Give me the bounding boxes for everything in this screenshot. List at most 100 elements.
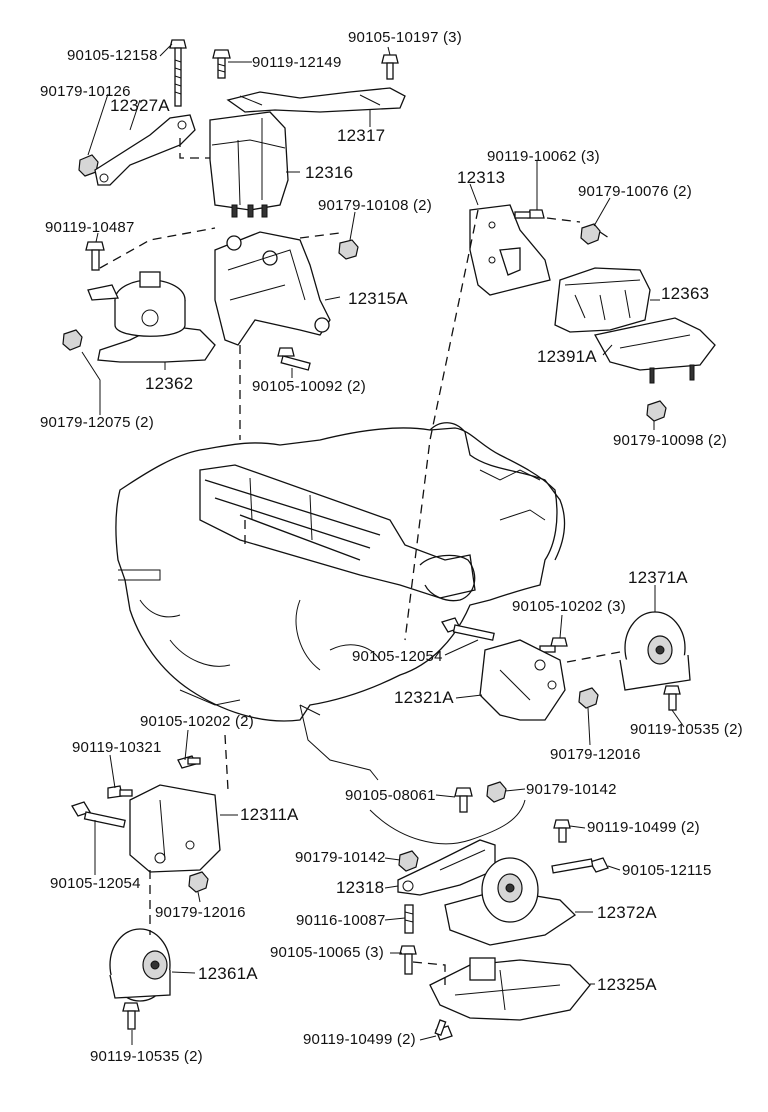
- nut-90179-10076: [580, 223, 601, 245]
- nut-90179-10142-right: [486, 781, 507, 803]
- bolt-90119-10535-right: [663, 685, 681, 711]
- bolt-90119-10062: [514, 209, 545, 219]
- label-90105-10197: 90105-10197 (3): [348, 29, 462, 46]
- leader-lines: [87, 43, 685, 1045]
- mount-12363: [554, 267, 651, 333]
- label-90119-10535-right: 90119-10535 (2): [630, 721, 743, 738]
- bracket-12315A: [214, 231, 331, 346]
- label-12325A: 12325A: [597, 975, 657, 994]
- bolt-90105-10065: [399, 945, 417, 975]
- label-90179-12016-left: 90179-12016: [155, 904, 246, 921]
- label-90105-10065: 90105-10065 (3): [270, 944, 384, 961]
- label-90179-10142-right: 90179-10142: [526, 781, 617, 798]
- bracket-12391A: [594, 317, 716, 384]
- label-12362: 12362: [145, 374, 193, 393]
- guide-line: [179, 138, 210, 159]
- bolt-90119-10499-right: [553, 819, 571, 843]
- bracket-12311A: [129, 784, 221, 873]
- bolt-90105-12115: [551, 857, 609, 874]
- label-90179-10098: 90179-10098 (2): [613, 432, 727, 449]
- label-90105-12158: 90105-12158: [67, 47, 158, 64]
- bracket-12317: [226, 87, 406, 113]
- leader-line: [129, 99, 141, 131]
- label-12372A: 12372A: [597, 903, 657, 922]
- guide-line: [599, 231, 613, 241]
- bolt-90119-10535-bottom: [122, 1002, 140, 1030]
- label-90105-08061: 90105-08061: [345, 787, 436, 804]
- label-12313: 12313: [457, 168, 505, 187]
- label-90119-12149: 90119-12149: [252, 54, 342, 71]
- bracket-12313: [469, 204, 551, 296]
- stud-90116-10087: [404, 904, 414, 934]
- bolt-90119-10499-bottom: [434, 1019, 453, 1041]
- bolt-90119-12149: [212, 49, 231, 79]
- engine-mount-12371A: [619, 611, 691, 691]
- label-90105-10092: 90105-10092 (2): [252, 378, 366, 395]
- label-12371A: 12371A: [628, 568, 688, 587]
- bolt-90119-10487: [85, 241, 105, 271]
- nut-90179-12075: [62, 329, 83, 351]
- bracket-12321A: [479, 639, 566, 721]
- guide-line: [412, 961, 446, 985]
- label-12315A: 12315A: [348, 289, 408, 308]
- label-90119-10062: 90119-10062 (3): [487, 148, 600, 165]
- nut-90179-10098: [646, 400, 667, 422]
- label-12361A: 12361A: [198, 964, 258, 983]
- bolt-90105-08061: [454, 787, 473, 813]
- guide-line: [404, 209, 479, 641]
- bracket-12327A: [94, 114, 196, 186]
- label-90179-10108: 90179-10108 (2): [318, 197, 432, 214]
- label-90119-10487: 90119-10487: [45, 219, 135, 236]
- nut-90179-12016-right: [578, 687, 599, 709]
- bolt-90105-10202-right: [539, 637, 568, 653]
- label-90179-10126: 90179-10126: [40, 83, 131, 100]
- leader-line: [81, 351, 101, 415]
- engine-mount-12362: [87, 271, 216, 363]
- label-90105-12115: 90105-12115: [622, 862, 712, 879]
- label-90119-10535-bottom: 90119-10535 (2): [90, 1048, 203, 1065]
- label-90119-10499-bottom: 90119-10499 (2): [303, 1031, 416, 1048]
- bolt-90105-12158: [169, 39, 187, 107]
- bracket-12325A: [429, 957, 591, 1021]
- label-90119-10499-right: 90119-10499 (2): [587, 819, 700, 836]
- label-90179-12075: 90179-12075 (2): [40, 414, 154, 431]
- label-12317: 12317: [337, 126, 385, 145]
- label-90179-12016-right: 90179-12016: [550, 746, 641, 763]
- bolt-90105-12054-mid: [441, 617, 495, 641]
- engine-block-outline: [115, 422, 566, 781]
- label-90105-10202-left: 90105-10202 (2): [140, 713, 254, 730]
- guide-line: [566, 651, 621, 663]
- label-12391A: 12391A: [537, 347, 597, 366]
- bolt-90119-10321: [107, 785, 133, 799]
- bolt-90105-10202-left: [177, 755, 201, 769]
- nut-90179-12016-left: [188, 871, 209, 893]
- bolt-90105-10092: [277, 347, 311, 371]
- label-12327A: 12327A: [110, 96, 170, 115]
- part-labels: 90105-12158 90119-12149 90105-10197 (3) …: [40, 29, 743, 1065]
- nut-90179-10108: [338, 239, 359, 260]
- label-12311A: 12311A: [240, 805, 299, 824]
- label-90179-10076: 90179-10076 (2): [578, 183, 692, 200]
- leader-line: [299, 704, 321, 716]
- guide-line: [299, 232, 341, 239]
- mount-bracket-12316: [209, 111, 289, 218]
- label-90105-12054-left: 90105-12054: [50, 875, 141, 892]
- label-12363: 12363: [661, 284, 709, 303]
- guide-line: [99, 227, 216, 269]
- label-12321A: 12321A: [394, 688, 454, 707]
- nut-90179-10142-left: [398, 850, 419, 872]
- label-12318: 12318: [336, 878, 384, 897]
- label-90105-10202-top: 90105-10202 (3): [512, 598, 626, 615]
- label-90179-10142-left: 90179-10142: [295, 849, 386, 866]
- label-90119-10321: 90119-10321: [72, 739, 162, 756]
- engine-mount-12361A: [109, 928, 171, 1002]
- label-12316: 12316: [305, 163, 353, 182]
- guide-line: [546, 217, 581, 223]
- bolt-90105-12054-left: [71, 801, 126, 828]
- label-90116-10087: 90116-10087: [296, 912, 386, 929]
- guide-line: [224, 734, 229, 791]
- engine-mount-12372A: [444, 857, 577, 946]
- bolt-90105-10197: [381, 54, 399, 80]
- leader-line: [369, 799, 526, 845]
